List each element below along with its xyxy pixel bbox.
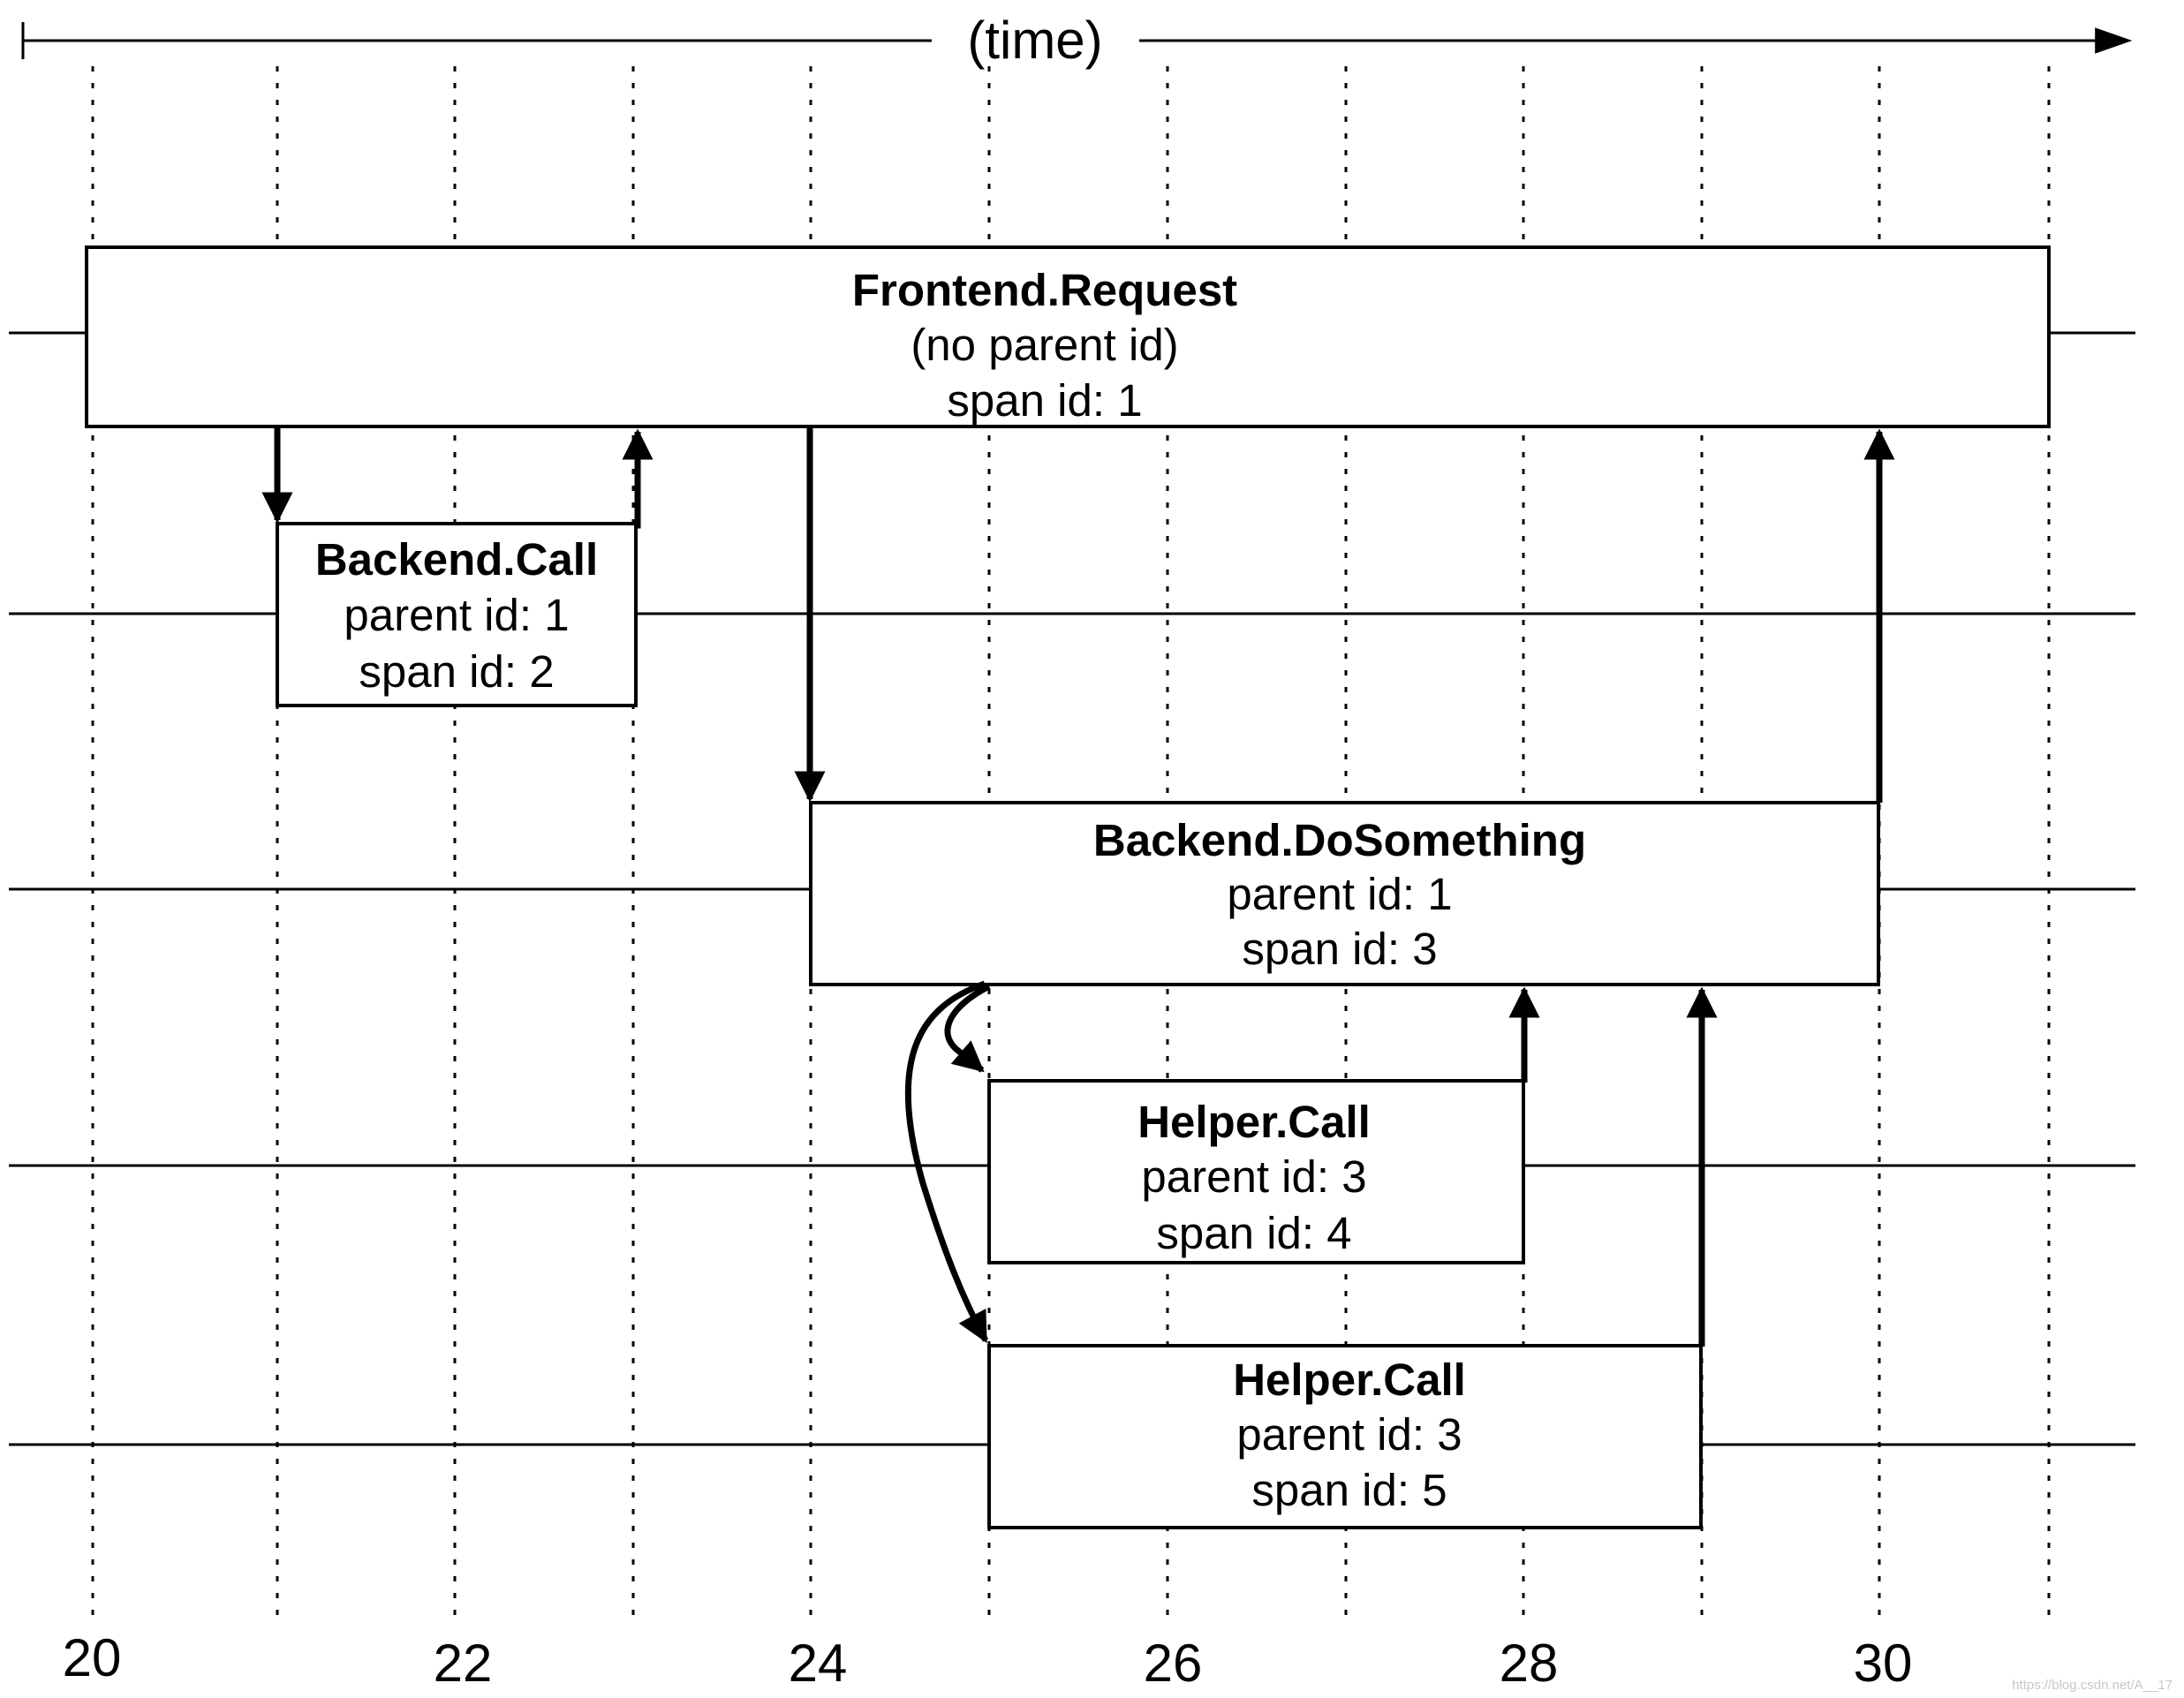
tick-label: 28 — [1500, 1634, 1559, 1693]
watermark: https://blog.csdn.net/A__17 — [2012, 1678, 2173, 1693]
return-arrow-backend-call-to-frontend — [622, 428, 654, 529]
tick-label: 20 — [63, 1628, 122, 1687]
tick-label: 30 — [1854, 1634, 1913, 1693]
span-title: Backend.DoSomething — [1093, 815, 1586, 865]
span-box — [276, 522, 638, 707]
tick-labels: 20 22 24 26 28 30 — [63, 1628, 1913, 1693]
span-box — [987, 1079, 1525, 1264]
span-parent-id: parent id: 3 — [1236, 1409, 1462, 1460]
span-id: span id: 2 — [359, 646, 554, 697]
span-title: Backend.Call — [315, 534, 598, 585]
call-arrows — [261, 428, 1895, 1347]
span-parent-id: (no parent id) — [911, 320, 1178, 370]
span-box — [85, 245, 2051, 428]
span-id: span id: 4 — [1156, 1208, 1351, 1258]
tick-label: 26 — [1144, 1634, 1203, 1693]
span-backend-call: Backend.Call parent id: 1 span id: 2 — [276, 522, 638, 707]
span-id: span id: 5 — [1251, 1465, 1447, 1515]
span-box — [809, 801, 1880, 986]
span-box — [987, 1344, 1703, 1529]
span-id: span id: 1 — [947, 375, 1142, 426]
span-title: Helper.Call — [1137, 1097, 1371, 1147]
span-backend-dosomething: Backend.DoSomething parent id: 1 span id… — [809, 801, 1880, 986]
span-helper-call-5: Helper.Call parent id: 3 span id: 5 — [987, 1344, 1703, 1529]
span-helper-call-4: Helper.Call parent id: 3 span id: 4 — [987, 1079, 1525, 1264]
tick-label: 22 — [434, 1634, 493, 1693]
span-id: span id: 3 — [1242, 924, 1437, 974]
span-title: Helper.Call — [1233, 1355, 1466, 1405]
span-parent-id: parent id: 1 — [1227, 869, 1452, 919]
span-title: Frontend.Request — [852, 265, 1237, 315]
span-frontend-request: Frontend.Request (no parent id) span id:… — [85, 245, 2051, 428]
call-arrow-dosomething-to-helper-5 — [904, 980, 989, 1344]
time-axis-label: (time) — [967, 11, 1102, 70]
tick-label: 24 — [789, 1634, 848, 1693]
span-parent-id: parent id: 3 — [1141, 1151, 1366, 1202]
time-axis: (time) — [21, 11, 2133, 70]
span-parent-id: parent id: 1 — [344, 590, 569, 640]
call-arrow-dosomething-to-helper-4 — [944, 983, 991, 1073]
